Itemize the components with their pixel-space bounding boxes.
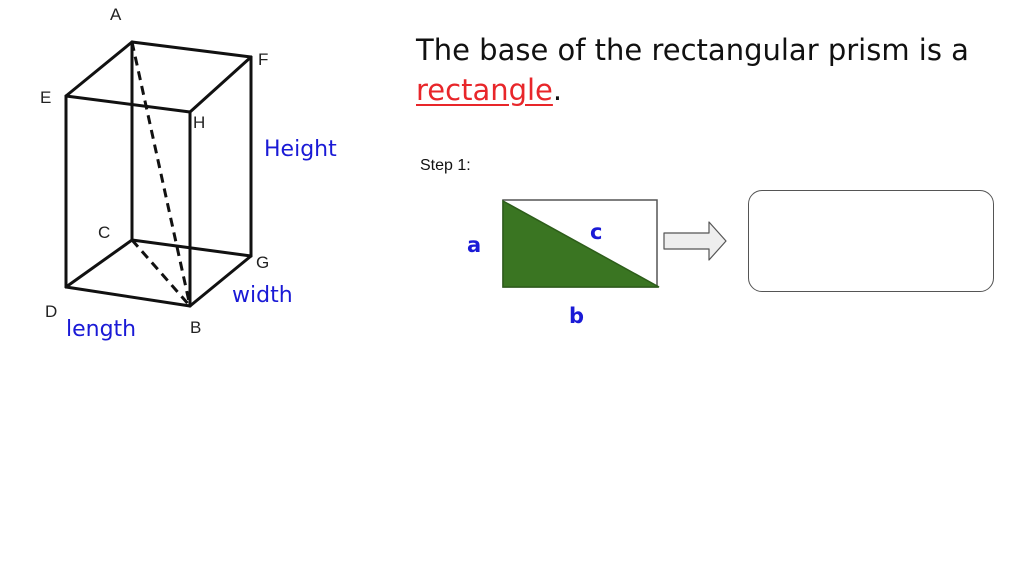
triangle-side-b-label: b: [569, 304, 584, 328]
diagonal-c-b: [130, 239, 192, 307]
vertex-label-c: C: [98, 223, 110, 242]
edge-c-g: [130, 238, 253, 258]
height-label: Height: [264, 137, 337, 162]
right-arrow-icon: [663, 221, 727, 261]
edge-a-e: [64, 40, 134, 98]
edge-b-g: [188, 254, 253, 308]
edge-d-b: [64, 285, 192, 308]
triangle-side-c-label: c: [590, 220, 602, 244]
width-label: width: [232, 283, 293, 308]
title-text-before: The base of the rectangular prism is a: [416, 33, 969, 67]
vertex-label-a: A: [110, 5, 122, 24]
edge-d-c: [64, 238, 134, 289]
title-text-after: .: [552, 73, 563, 107]
edge-h-f: [188, 55, 253, 114]
answer-box[interactable]: [748, 190, 994, 292]
vertex-label-g: G: [256, 253, 269, 272]
base-rectangle-figure: [502, 199, 660, 288]
vertex-label-f: F: [258, 50, 268, 69]
right-triangle: [502, 199, 660, 288]
title-highlight-rectangle: rectangle: [416, 73, 553, 107]
edge-e-h: [64, 94, 192, 114]
diagonal-a-b: [130, 41, 192, 307]
prism-diagonals: [130, 41, 192, 307]
vertex-label-d: D: [45, 302, 57, 321]
page-title: The base of the rectangular prism is a r…: [416, 30, 996, 110]
length-label: length: [66, 317, 136, 342]
triangle-side-a-label: a: [467, 233, 481, 257]
vertex-label-e: E: [40, 88, 51, 107]
rectangular-prism: [64, 40, 253, 308]
step-label: Step 1:: [420, 157, 471, 174]
vertex-label-b: B: [190, 318, 201, 337]
edge-a-f: [130, 40, 253, 59]
vertex-label-h: H: [193, 113, 205, 132]
